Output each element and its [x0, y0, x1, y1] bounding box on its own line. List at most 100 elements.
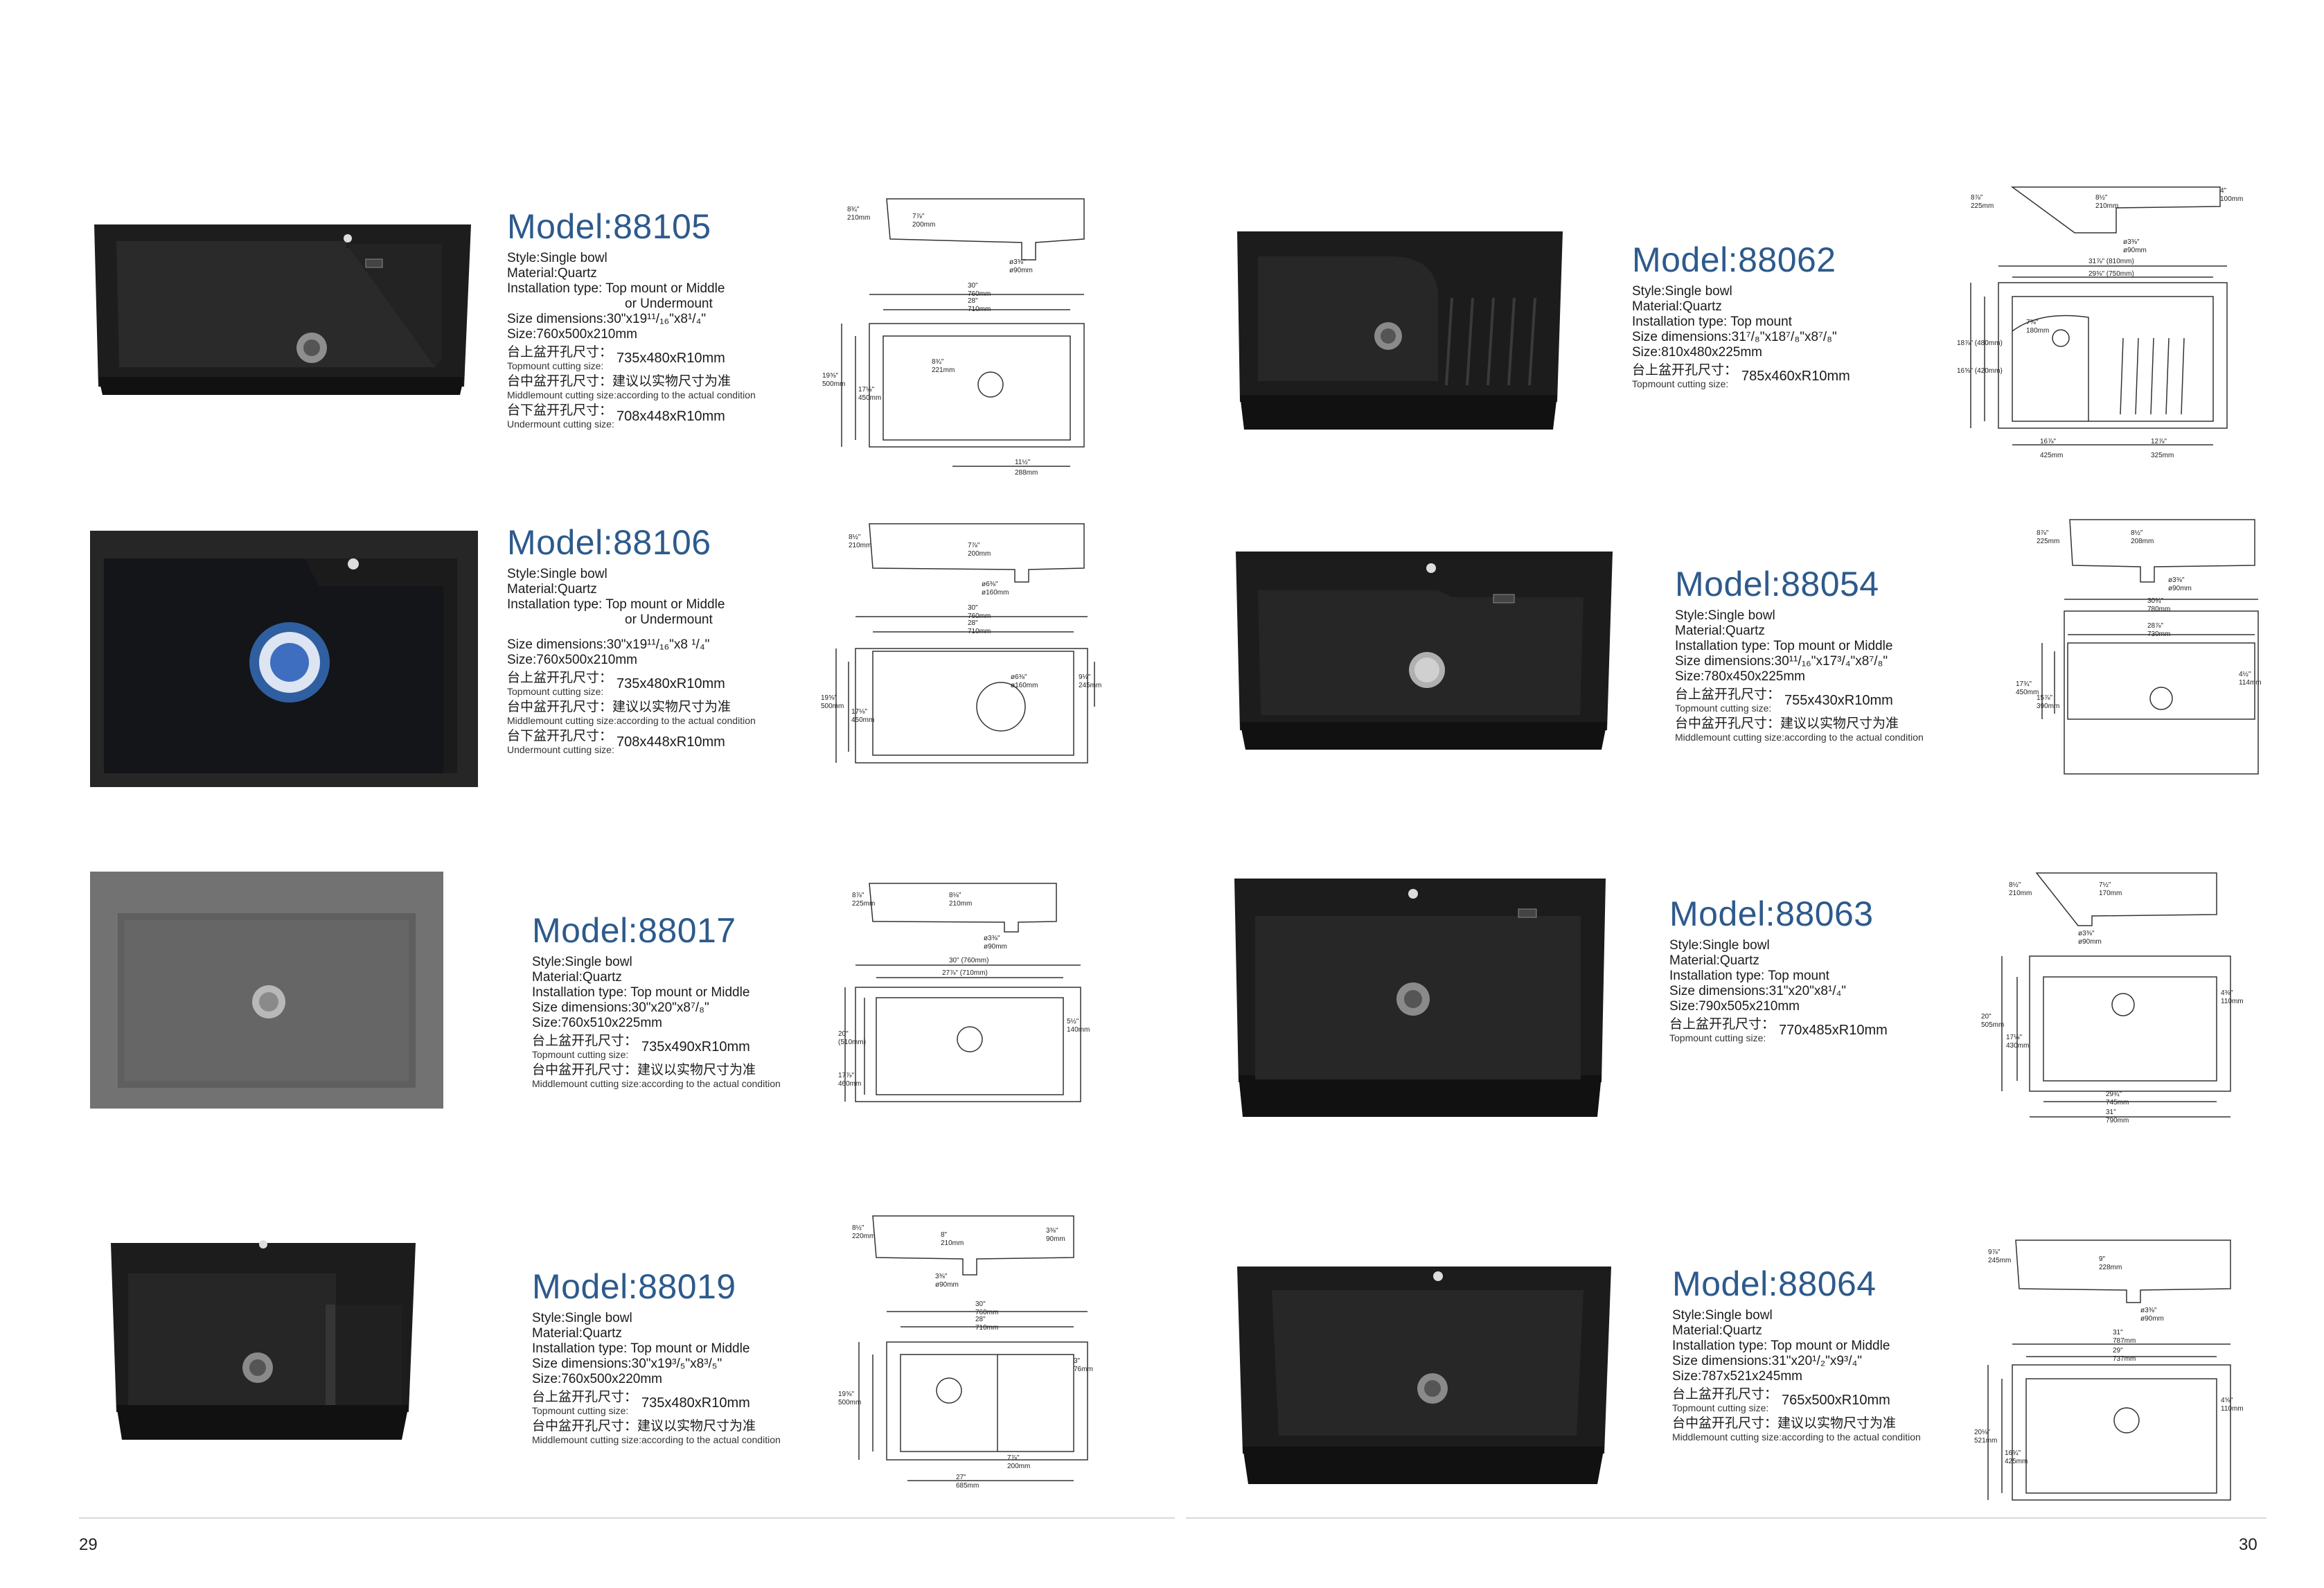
page-number-left: 29: [79, 1535, 98, 1554]
installation-text: Installation type: Top mount or Middle: [532, 985, 750, 1000]
dim-label: 7⅞": [968, 542, 980, 549]
technical-drawing: 8¾" 210mm 7⅞" 200mm ø3⅜" ø90mm 30" 760mm…: [821, 191, 1098, 482]
dim-label: 500mm: [822, 380, 845, 388]
dim-label: 710mm: [968, 628, 991, 635]
dimensions-text: Size dimensions:31"x20"x8¹/₄": [1669, 984, 1847, 998]
model-title: Model:88105: [507, 207, 711, 246]
topmount-cutting: 台上盆开孔尺寸：735x490xR10mm Topmount cutting s…: [532, 1034, 892, 1060]
sink-photo: [1230, 549, 1618, 750]
dim-label: ø3⅜": [2078, 930, 2095, 937]
dim-label: 730mm: [2147, 630, 2170, 638]
topmount-en-label: Topmount cutting size:: [1632, 378, 1729, 389]
sink-photo: [89, 220, 477, 395]
dim-label: 760mm: [968, 612, 991, 620]
dim-label: 76mm: [1074, 1366, 1093, 1373]
installation-text: Installation type: Top mount: [1669, 969, 1829, 983]
dim-label: 180mm: [2026, 327, 2049, 335]
dim-label: 450mm: [858, 394, 881, 402]
topmount-value: 785x460xR10mm: [1741, 369, 1850, 384]
middlemount-en-label: Middlemount cutting size:according to th…: [532, 1078, 781, 1089]
middlemount-en-label: Middlemount cutting size:according to th…: [507, 715, 756, 726]
model-title: Model:88017: [532, 911, 736, 950]
dim-label: 31": [2113, 1329, 2123, 1336]
topmount-value: 735x490xR10mm: [641, 1039, 750, 1055]
middlemount-cutting: 台中盆开孔尺寸：建议以实物尺寸为准 Middlemount cutting si…: [532, 1063, 892, 1089]
installation-cont-text: or Undermount: [625, 297, 713, 311]
topmount-en-label: Topmount cutting size:: [507, 686, 604, 697]
dim-label: (510mm): [838, 1039, 866, 1046]
topmount-value: 735x480xR10mm: [641, 1395, 750, 1411]
size-text: Size:790x505x210mm: [1669, 999, 1800, 1014]
dim-label: 450mm: [851, 716, 874, 724]
topmount-en-label: Topmount cutting size:: [1669, 1032, 1766, 1043]
middlemount-value: 建议以实物尺寸为准: [637, 1419, 756, 1433]
model-title: Model:88019: [532, 1267, 736, 1306]
drawing-svg-4: 8⅞" 225mm 8½" 210mm 4" 100mm ø3⅜" ø90mm …: [1957, 186, 2243, 459]
dim-label: 425mm: [2005, 1458, 2028, 1465]
footer-divider-right: [1186, 1517, 2267, 1519]
dim-label: 685mm: [956, 1482, 979, 1490]
dim-label: 3": [1074, 1357, 1081, 1365]
dim-label: 500mm: [821, 703, 844, 710]
middlemount-cn-label: 台中盆开孔尺寸：: [507, 374, 613, 389]
middlemount-cn-label: 台中盆开孔尺寸：: [1675, 716, 1781, 731]
style-text: Style:Single bowl: [507, 251, 607, 265]
dim-label: 19⅝": [838, 1391, 854, 1398]
dim-label: 31⅞" (810mm): [2088, 258, 2134, 265]
dim-label: 245mm: [1988, 1257, 2011, 1264]
dim-label: 11½": [1015, 459, 1031, 466]
dim-label: 221mm: [932, 367, 955, 374]
dim-label: 208mm: [2131, 538, 2154, 545]
middlemount-value: 建议以实物尺寸为准: [1777, 1416, 1897, 1431]
dim-label: 18⅞" (480mm): [1957, 339, 2003, 347]
dim-label: 3⅜": [1046, 1227, 1058, 1235]
dim-label: ø6⅜": [982, 581, 998, 588]
middlemount-cn-label: 台中盆开孔尺寸：: [532, 1063, 638, 1077]
dimensions-text: Size dimensions:30"x19¹¹/₁₆"x8 ¹/₄": [507, 637, 710, 652]
material-text: Material:Quartz: [507, 266, 597, 281]
topmount-cutting: 台上盆开孔尺寸：735x480xR10mm Topmount cutting s…: [532, 1390, 892, 1416]
dim-label: 19⅝": [822, 372, 838, 380]
dim-label: 500mm: [838, 1399, 861, 1406]
topmount-cn-label: 台上盆开孔尺寸：: [532, 1390, 638, 1404]
dim-label: 4⅝": [2221, 1397, 2233, 1404]
topmount-value: 770x485xR10mm: [1779, 1023, 1888, 1038]
middlemount-cutting: 台中盆开孔尺寸：建议以实物尺寸为准 Middlemount cutting si…: [507, 374, 867, 400]
dim-label: 210mm: [941, 1239, 964, 1247]
dim-label: 30": [975, 1300, 986, 1308]
dim-label: ø3⅜": [2168, 576, 2185, 584]
dim-label: 114mm: [2239, 679, 2262, 687]
style-text: Style:Single bowl: [532, 955, 632, 969]
dim-label: 200mm: [968, 550, 991, 558]
dim-label: 3⅜": [935, 1273, 948, 1280]
dim-label: 7½": [2099, 881, 2111, 889]
dim-label: 140mm: [1067, 1026, 1090, 1034]
topmount-value: 755x430xR10mm: [1784, 693, 1893, 708]
dim-label: ø3⅜": [2123, 238, 2140, 246]
dim-label: 20": [1981, 1013, 1992, 1021]
dim-label: 210mm: [2095, 202, 2118, 210]
sink-photo: [90, 531, 478, 787]
dimensions-text: Size dimensions:31⁷/₈"x18⁷/₈"x8⁷/₈": [1632, 330, 1837, 344]
topmount-en-label: Topmount cutting size:: [532, 1405, 629, 1416]
dim-label: 210mm: [847, 214, 870, 222]
dim-label: 737mm: [2113, 1355, 2136, 1363]
topmount-en-label: Topmount cutting size:: [1675, 703, 1772, 714]
dim-label: 228mm: [2099, 1264, 2122, 1271]
dim-label: 29": [2113, 1347, 2123, 1355]
dim-label: 30" (760mm): [949, 957, 988, 964]
dimensions-text: Size dimensions:30"x19³/₅"x8³/₅": [532, 1357, 722, 1371]
installation-text: Installation type: Top mount or Middle: [507, 597, 725, 612]
model-title: Model:88063: [1669, 894, 1874, 933]
dim-label: 9": [2099, 1255, 2106, 1263]
topmount-en-label: Topmount cutting size:: [507, 360, 604, 371]
topmount-cn-label: 台上盆开孔尺寸：: [1675, 687, 1781, 702]
dimensions-text: Size dimensions:30"x20"x8⁷/₈": [532, 1000, 709, 1015]
technical-drawing: 8½" 210mm 7⅞" 200mm ø6⅜" ø160mm 30" 760m…: [821, 513, 1112, 776]
dim-label: 7⅞": [1007, 1454, 1020, 1462]
topmount-value: 735x480xR10mm: [617, 351, 725, 366]
drawing-svg-0: 8¾" 210mm 7⅞" 200mm ø3⅜" ø90mm 30" 760mm…: [822, 198, 1085, 477]
dim-label: 8½": [852, 1224, 864, 1232]
dim-label: 29⅜" (750mm): [2088, 270, 2134, 278]
dim-label: 8¾": [847, 206, 860, 213]
